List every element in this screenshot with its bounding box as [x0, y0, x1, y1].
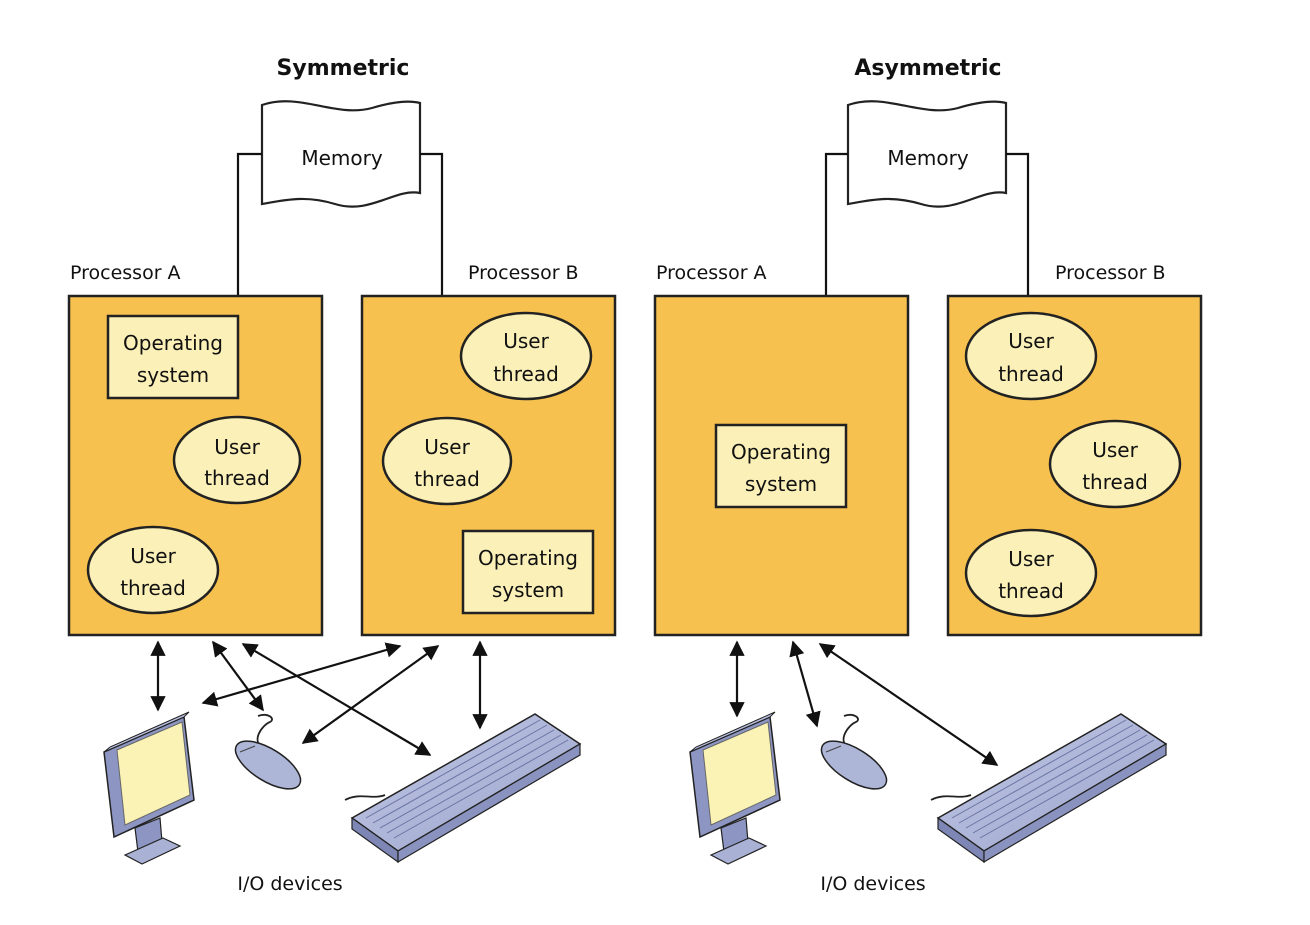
io-devices-label: I/O devices [237, 873, 342, 895]
svg-text:thread: thread [414, 467, 480, 491]
mouse-icon [820, 713, 888, 790]
svg-text:Operating: Operating [731, 440, 831, 464]
memory-label: Memory [887, 146, 969, 170]
memory-shape [260, 100, 422, 208]
svg-text:User: User [1008, 329, 1054, 353]
mouse-icon [234, 713, 302, 790]
keyboard-icon [930, 713, 1168, 864]
keyboard-icon [344, 713, 582, 864]
svg-text:Operating: Operating [123, 331, 223, 355]
svg-text:thread: thread [998, 362, 1064, 386]
svg-text:User: User [214, 435, 260, 459]
processor-b-label: Processor B [468, 262, 579, 284]
operating-system-box: Operating system [461, 529, 595, 615]
svg-text:User: User [503, 329, 549, 353]
bus-line-a [824, 152, 848, 296]
user-thread: User thread [1048, 419, 1182, 509]
user-thread: User thread [172, 415, 302, 505]
io-arrows [729, 640, 999, 766]
memory-label: Memory [301, 146, 383, 170]
processor-b-label: Processor B [1055, 262, 1166, 284]
bus-line-b [420, 152, 444, 296]
io-arrows [150, 640, 488, 756]
svg-text:thread: thread [204, 466, 270, 490]
io-devices-label: I/O devices [820, 873, 925, 895]
svg-text:thread: thread [1082, 470, 1148, 494]
svg-text:User: User [1092, 438, 1138, 462]
user-thread: User thread [964, 311, 1098, 401]
svg-text:thread: thread [998, 579, 1064, 603]
processor-a-label: Processor A [656, 262, 767, 284]
svg-text:Operating: Operating [478, 546, 578, 570]
svg-text:User: User [130, 544, 176, 568]
svg-text:system: system [745, 472, 817, 496]
svg-text:thread: thread [493, 362, 559, 386]
processor-a-label: Processor A [70, 262, 181, 284]
user-thread: User thread [86, 525, 220, 615]
bus-line-a [236, 152, 262, 296]
monitor-icon [103, 711, 195, 865]
panel-title: Symmetric [277, 56, 410, 81]
panel-title: Asymmetric [854, 56, 1001, 81]
svg-text:User: User [424, 435, 470, 459]
svg-text:User: User [1008, 547, 1054, 571]
operating-system-box: Operating system [714, 423, 848, 509]
svg-text:system: system [137, 363, 209, 387]
symmetric-panel: Symmetric Memory Processor A Operating s… [67, 56, 617, 895]
monitor-icon [689, 711, 781, 865]
svg-text:thread: thread [120, 576, 186, 600]
asymmetric-panel: Asymmetric Memory Processor A Operating … [653, 56, 1203, 895]
memory-block: Memory [846, 100, 1008, 208]
svg-text:system: system [492, 578, 564, 602]
user-thread: User thread [381, 416, 513, 506]
bus-line-b [1006, 152, 1030, 296]
operating-system-box: Operating system [106, 314, 240, 400]
user-thread: User thread [964, 528, 1098, 618]
memory-block: Memory [260, 100, 422, 208]
memory-shape [846, 100, 1008, 208]
user-thread: User thread [459, 311, 593, 401]
